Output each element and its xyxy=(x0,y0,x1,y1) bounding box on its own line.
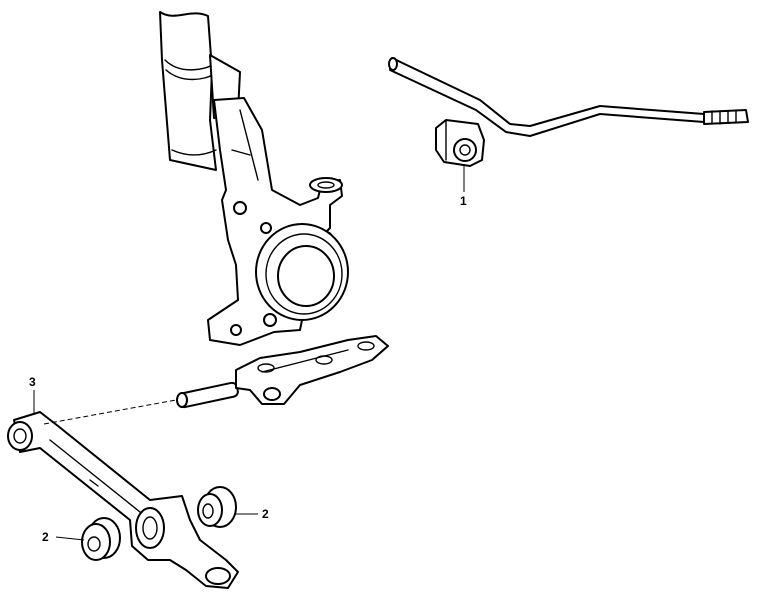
callout-2-left: 2 xyxy=(42,530,49,544)
arm-bushing-right xyxy=(197,486,237,528)
arm-bushing-left xyxy=(81,517,121,561)
leader-line-2-left xyxy=(55,536,85,541)
callout-1: 1 xyxy=(460,194,467,208)
callout-2-right: 2 xyxy=(262,507,269,521)
assembly-axis-line xyxy=(43,399,177,425)
callout-3: 3 xyxy=(29,375,36,389)
lower-control-arm xyxy=(7,411,239,589)
ball-joint-link xyxy=(176,335,389,409)
steering-knuckle xyxy=(207,97,349,346)
stabilizer-bushing xyxy=(435,119,485,167)
stabilizer-bar xyxy=(388,57,749,137)
